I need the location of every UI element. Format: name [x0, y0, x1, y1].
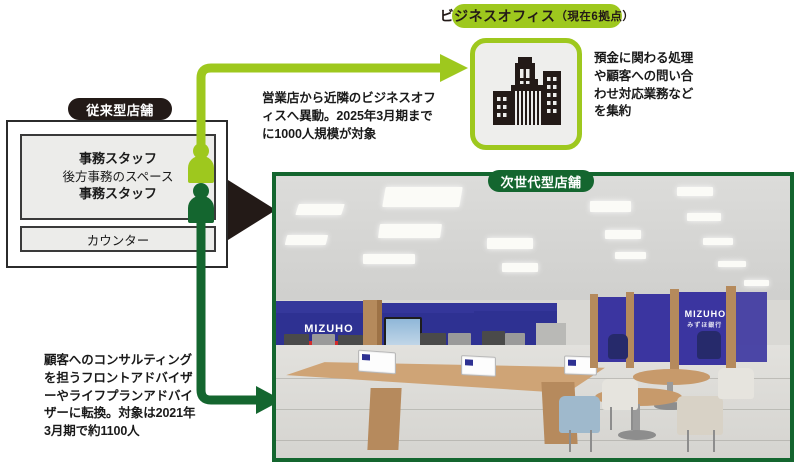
legacy-branch-box: 事務スタッフ 後方事務のスペース 事務スタッフ カウンター [6, 120, 228, 268]
photo-tablet-1 [358, 349, 397, 374]
counter-label: カウンター [86, 233, 150, 248]
next-gen-branch-photo-frame: MIZUHO [272, 172, 794, 462]
back-office-space-label: 後方事務のスペース [62, 169, 174, 184]
counter-box: カウンター [20, 226, 216, 252]
photo-chair-blue [558, 395, 600, 433]
photo-tablet-2 [461, 355, 497, 378]
next-gen-branch-photo: MIZUHO [276, 176, 790, 458]
lime-flow-arrowhead [440, 54, 468, 82]
business-office-title-main: ビジネスオフィス [439, 8, 556, 24]
back-office-space-box: 事務スタッフ 後方事務のスペース 事務スタッフ [20, 134, 216, 220]
next-gen-branch-title: 次世代型店舗 [488, 170, 594, 192]
photo-chair-white-2 [718, 367, 754, 399]
lime-flow-description: 営業店から近隣のビジネスオフィスへ異動。2025年3月期までに1000人規模が対… [262, 91, 436, 141]
business-office-title: ビジネスオフィス（現在6拠点） [440, 4, 634, 28]
green-flow-description: 顧客へのコンサルティングを担うフロントアドバイザーやライフプランアドバイザーに転… [44, 353, 196, 438]
business-office-title-sub: （現在6拠点） [555, 11, 635, 23]
legacy-branch-title: 従来型店舗 [68, 98, 172, 120]
business-office-icon-card [470, 38, 582, 150]
photo-brand-left: MIZUHO [304, 322, 354, 335]
staff-label-top: 事務スタッフ [78, 150, 157, 166]
transition-triangle-icon [228, 180, 276, 240]
staff-person-green-icon [188, 183, 214, 223]
staff-person-lime-icon [188, 143, 214, 183]
staff-label-bottom: 事務スタッフ [78, 186, 157, 202]
business-office-description: 預金に関わる処理や顧客への問い合わせ対応業務などを集約 [594, 51, 694, 119]
office-buildings-icon [493, 57, 561, 125]
photo-brand-booth: MIZUHO [684, 308, 727, 319]
photo-chair-beige [676, 395, 724, 436]
photo-brand-booth-sub: みずほ銀行 [687, 322, 723, 329]
photo-round-table-back [633, 369, 711, 385]
photo-chair-white [602, 379, 639, 411]
